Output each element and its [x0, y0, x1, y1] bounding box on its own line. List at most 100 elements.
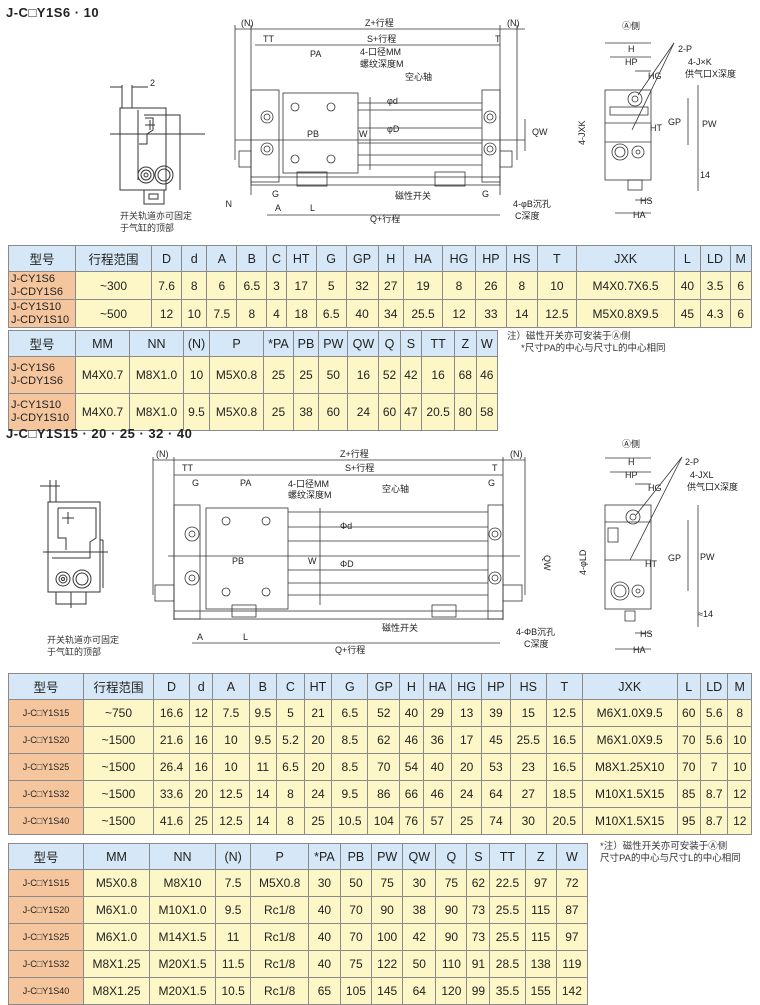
- col-HP: HP: [474, 245, 507, 272]
- col-LD: LD: [699, 245, 731, 272]
- value-cell: 13: [451, 699, 483, 727]
- value-cell: M5X0.8X9.5: [575, 299, 676, 328]
- value-cell: ~1500: [83, 753, 154, 781]
- dim-n-left: (N): [241, 18, 254, 28]
- dim-t: T: [492, 463, 498, 473]
- section1-end-view: Ⓐ侧 H HP HG 2-P 4-J×K 供气口X深度 HT GP PW 14 …: [570, 15, 760, 230]
- label-switch: 磁性开关: [395, 190, 431, 201]
- col-D: D: [152, 673, 191, 700]
- value-cell: ~1500: [83, 780, 154, 808]
- value-cell: 57: [422, 807, 453, 835]
- value-cell: 16.6: [152, 699, 191, 727]
- value-cell: 39: [481, 699, 511, 727]
- value-cell: 12.5: [212, 807, 250, 835]
- dim-pb: PB: [307, 129, 319, 139]
- value-cell: 25.5: [402, 299, 444, 328]
- value-cell: 70: [676, 726, 701, 754]
- value-cell: 19: [402, 271, 444, 300]
- col-NN: NN: [149, 843, 216, 870]
- value-cell: M8X1.25X10: [581, 753, 678, 781]
- col-G: G: [331, 673, 369, 700]
- value-cell: 12.5: [545, 699, 583, 727]
- value-cell: M10X1.5X15: [581, 780, 678, 808]
- dim-pa: PA: [310, 49, 321, 59]
- table-header-row: 型号 MM NN (N) P *PA PB PW QW Q S TT Z W: [8, 330, 498, 357]
- value-cell: 5: [276, 699, 305, 727]
- dim-s: S+行程: [367, 33, 396, 44]
- value-cell: 9.5: [248, 699, 278, 727]
- dim-q: Q+行程: [335, 644, 365, 655]
- label-4jxl: 4-JXL: [690, 470, 714, 480]
- value-cell: M14X1.5: [149, 923, 216, 951]
- value-cell: 60: [318, 393, 349, 431]
- value-cell: M5X0.8: [83, 869, 150, 897]
- value-cell: 25: [263, 356, 294, 394]
- dim-ht: HT: [650, 123, 662, 133]
- model-name: J-CDY1S10: [11, 313, 70, 326]
- dim-a: A: [275, 203, 281, 213]
- dim-a: A: [197, 632, 203, 642]
- table-header-row: 型号 MM NN (N) P *PA PB PW QW Q S TT Z W: [8, 843, 589, 870]
- value-cell: 70: [339, 923, 373, 951]
- value-cell: Rc1/8: [250, 923, 309, 951]
- col-TT: TT: [421, 330, 456, 357]
- value-cell: 100: [371, 923, 404, 951]
- value-cell: 8: [727, 699, 752, 727]
- col-B: B: [236, 245, 268, 272]
- value-cell: 9.5: [331, 780, 369, 808]
- value-cell: 3.5: [699, 271, 731, 300]
- col-MM: MM: [83, 843, 150, 870]
- dim-d: φd: [387, 96, 398, 106]
- value-cell: ~1500: [83, 726, 154, 754]
- value-cell: Rc1/8: [250, 950, 309, 978]
- col-HT: HT: [303, 673, 333, 700]
- value-cell: 142: [555, 977, 589, 1005]
- value-cell: 12: [442, 299, 476, 328]
- value-cell: 15: [509, 699, 547, 727]
- dim-n-left: (N): [156, 449, 169, 459]
- value-cell: M8X1.25: [83, 950, 150, 978]
- dim-2-label: 2: [150, 78, 155, 88]
- col-model: 型号: [8, 673, 84, 700]
- value-cell: 24: [451, 780, 483, 808]
- caption-line: 于气缸的顶部: [47, 647, 102, 657]
- value-cell: 73: [466, 896, 491, 924]
- value-cell: 32: [345, 271, 379, 300]
- value-cell: M20X1.5: [149, 977, 216, 1005]
- value-cell: 60: [676, 699, 701, 727]
- dim-hs: HS: [640, 196, 653, 206]
- col-S: S: [466, 843, 491, 870]
- value-cell: 16: [421, 356, 456, 394]
- value-cell: 10.5: [331, 807, 369, 835]
- value-cell: 42: [399, 356, 423, 394]
- label-mm: 4-口径MM: [360, 46, 401, 57]
- col-PA: *PA: [307, 843, 341, 870]
- value-cell: 45: [481, 726, 511, 754]
- value-cell: 8.5: [331, 726, 369, 754]
- dim-g-left: G: [192, 478, 199, 488]
- dim-qw: QW: [532, 127, 548, 137]
- label-switch: 磁性开关: [382, 622, 418, 633]
- value-cell: 115: [524, 896, 557, 924]
- col-M: M: [729, 245, 753, 272]
- value-cell: 25: [263, 393, 294, 431]
- value-cell: 25: [189, 807, 214, 835]
- col-GP: GP: [345, 245, 379, 272]
- value-cell: 14: [248, 807, 278, 835]
- value-cell: 25.5: [489, 923, 526, 951]
- model-name: J-CY1S6: [11, 272, 56, 285]
- value-cell: 5.2: [276, 726, 305, 754]
- value-cell: 12: [727, 807, 752, 835]
- label-m: 螺纹深度M: [360, 58, 404, 69]
- value-cell: 7.5: [212, 699, 250, 727]
- col-Q: Q: [378, 330, 401, 357]
- value-cell: 70: [339, 896, 373, 924]
- col-stroke: 行程范围: [83, 673, 154, 700]
- dim-w: W: [308, 556, 317, 566]
- col-L: L: [676, 673, 701, 700]
- label-m: 螺纹深度M: [288, 489, 332, 500]
